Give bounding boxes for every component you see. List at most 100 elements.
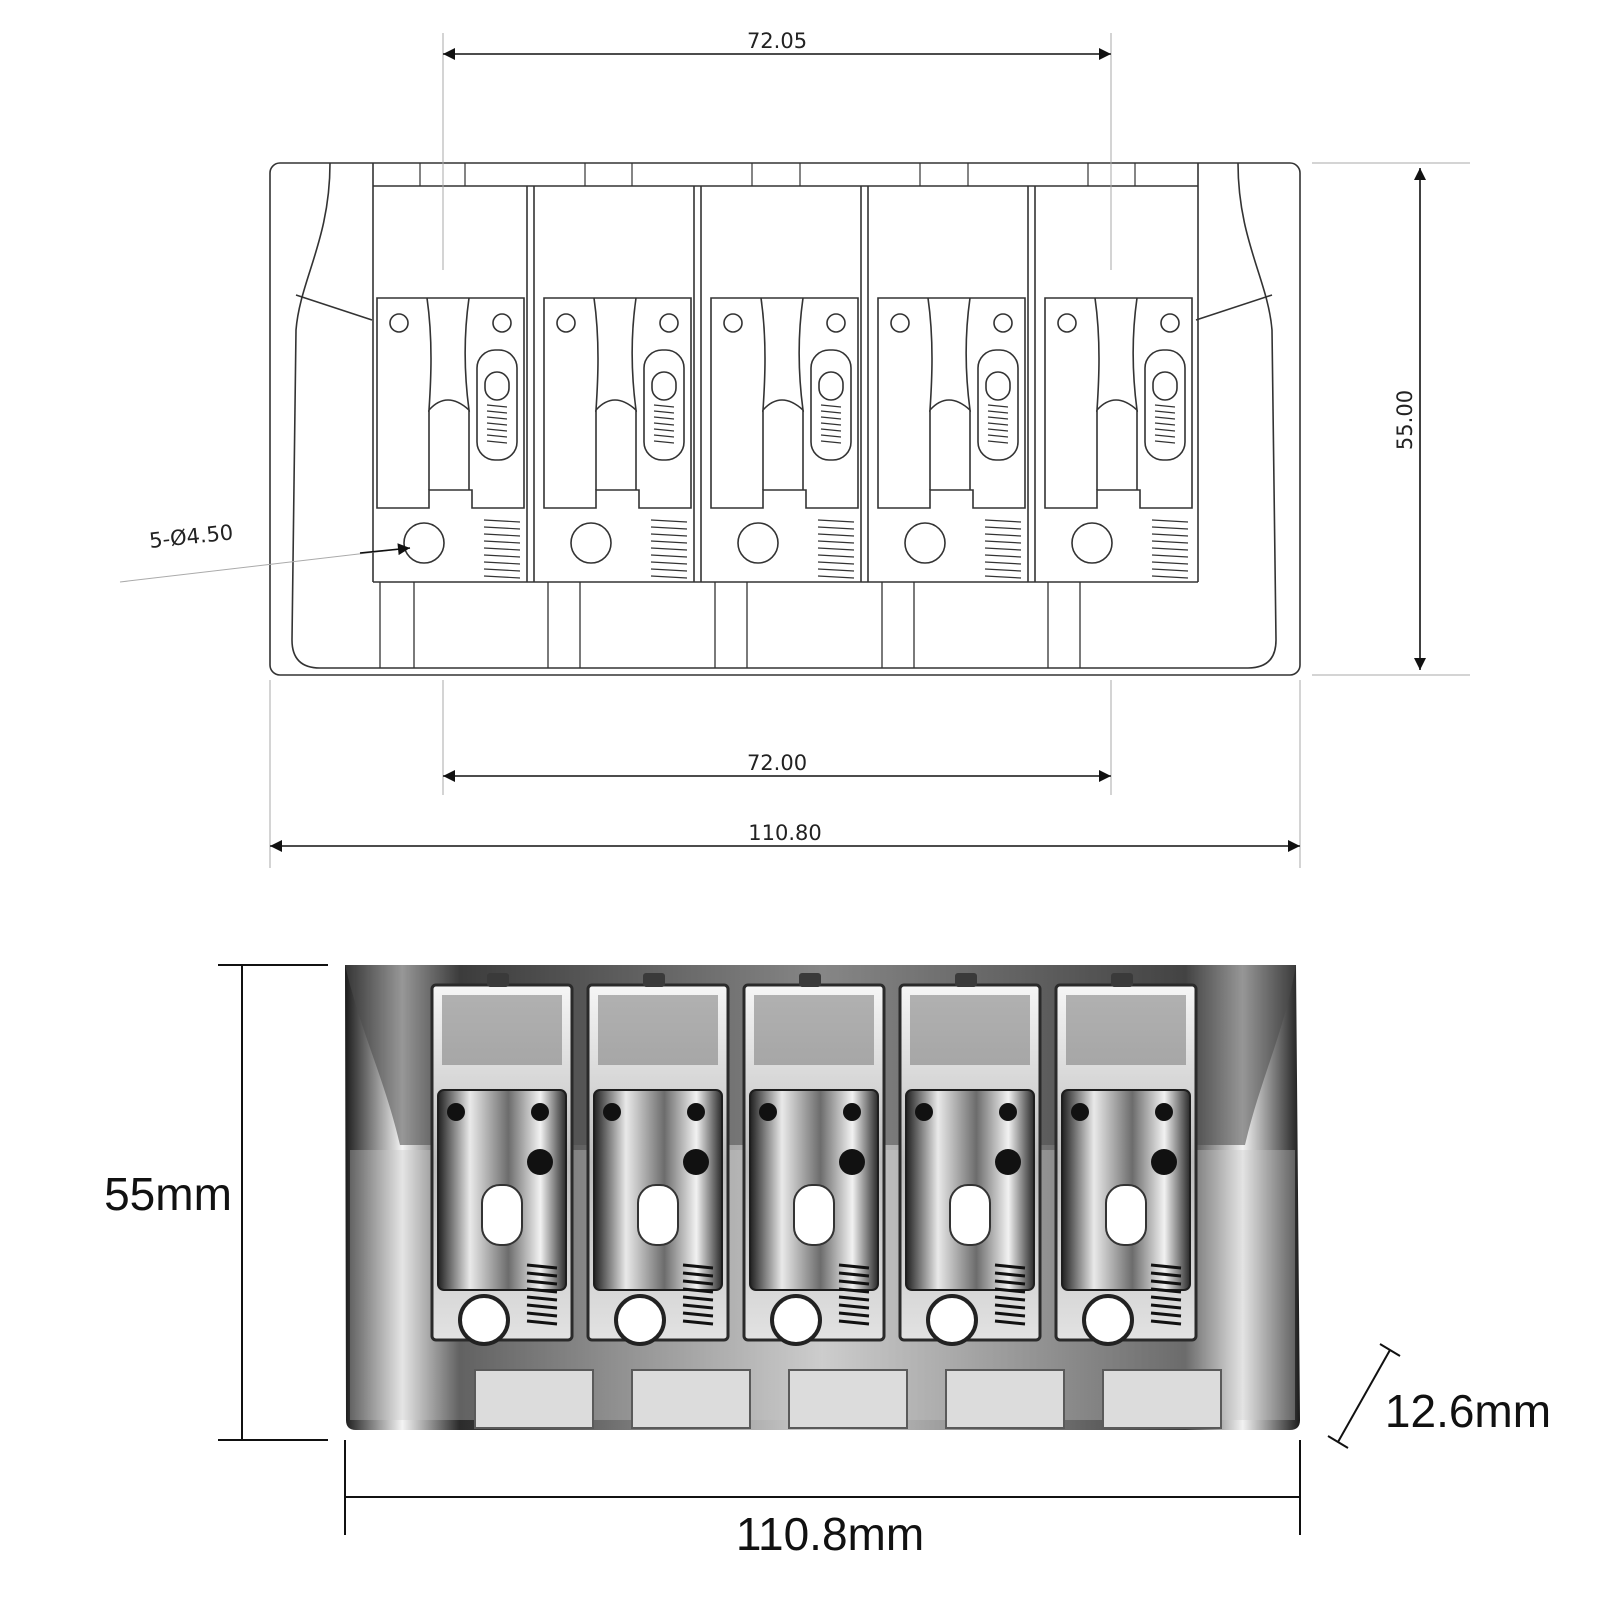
bridge-photo xyxy=(345,965,1300,1430)
photo-saddle-top-nub xyxy=(799,973,821,987)
photo-depth-tick-top xyxy=(1379,1343,1401,1357)
intonation-slot xyxy=(977,349,1019,461)
photo-saddle-back xyxy=(754,995,874,1065)
photo-front-foot xyxy=(631,1369,751,1429)
photo-saddle-slot xyxy=(949,1184,991,1246)
photo-depth-label: 12.6mm xyxy=(1385,1385,1551,1437)
intonation-screw-head xyxy=(818,371,844,401)
photo-spring xyxy=(838,1263,870,1326)
saddle-body xyxy=(1044,297,1193,509)
intonation-screw-head xyxy=(985,371,1011,401)
photo-spring xyxy=(1150,1263,1182,1326)
photo-saddle-slot xyxy=(637,1184,679,1246)
saddle-string-groove xyxy=(593,297,638,413)
drawing-saddles xyxy=(376,297,1193,579)
photo-mounting-hole xyxy=(1082,1294,1134,1346)
photo-front-foot xyxy=(474,1369,594,1429)
dim-label-overall-height: 55.00 xyxy=(1393,390,1417,450)
drawing-saddle xyxy=(1044,297,1193,579)
photo-saddle-top-nub xyxy=(643,973,665,987)
saddle-hole xyxy=(659,313,679,333)
photo-saddle xyxy=(430,973,574,1346)
photo-front-foot xyxy=(1102,1369,1222,1429)
intonation-slot xyxy=(643,349,685,461)
photo-hex-screw xyxy=(759,1103,777,1121)
photo-intonation-screw xyxy=(527,1149,553,1175)
photo-depth-tick-bottom xyxy=(1327,1435,1349,1449)
saddle-body xyxy=(543,297,692,509)
photo-saddle-slot xyxy=(481,1184,523,1246)
photo-hex-screw xyxy=(1155,1103,1173,1121)
saddle-screw-thread xyxy=(820,404,842,444)
photo-depth-line xyxy=(1337,1349,1391,1443)
photo-saddle-top-nub xyxy=(1111,973,1133,987)
photo-saddles xyxy=(430,973,1198,1346)
photo-spring xyxy=(994,1263,1026,1326)
mounting-hole xyxy=(570,522,612,564)
bridge-outline xyxy=(269,162,1301,676)
photo-saddle xyxy=(586,973,730,1346)
photo-hex-screw xyxy=(531,1103,549,1121)
bottom-channels xyxy=(379,582,1081,668)
saddle-screw-thread xyxy=(486,404,508,444)
photo-front-foot xyxy=(788,1369,908,1429)
saddle-hole xyxy=(1160,313,1180,333)
photo-dimensions xyxy=(218,964,1401,1535)
photo-intonation-screw xyxy=(683,1149,709,1175)
technical-drawing xyxy=(119,33,1470,868)
photo-saddle xyxy=(898,973,1042,1346)
saddle-hole xyxy=(723,313,743,333)
saddle-string-groove xyxy=(426,297,471,413)
photo-saddle-back xyxy=(442,995,562,1065)
photo-hex-screw xyxy=(915,1103,933,1121)
saddle-body xyxy=(877,297,1026,509)
top-rail-teeth xyxy=(419,163,1136,186)
intonation-screw-head xyxy=(1152,371,1178,401)
photo-saddle xyxy=(1054,973,1198,1346)
photo-front-feet xyxy=(474,1369,1222,1429)
intonation-spring xyxy=(483,519,521,579)
saddle-string-groove xyxy=(1094,297,1139,413)
photo-saddle-top-nub xyxy=(955,973,977,987)
photo-hex-screw xyxy=(1071,1103,1089,1121)
photo-mounting-hole xyxy=(770,1294,822,1346)
intonation-screw-head xyxy=(484,371,510,401)
saddle-screw-thread xyxy=(1154,404,1176,444)
saddle-screw-thread xyxy=(987,404,1009,444)
mounting-hole xyxy=(737,522,779,564)
photo-spring xyxy=(682,1263,714,1326)
photo-hex-screw xyxy=(603,1103,621,1121)
saddle-hole xyxy=(826,313,846,333)
mounting-hole xyxy=(1071,522,1113,564)
extension-lines xyxy=(119,33,1470,868)
saddle-hole xyxy=(492,313,512,333)
photo-mounting-hole xyxy=(614,1294,666,1346)
drawing-saddle xyxy=(710,297,859,579)
photo-hex-screw xyxy=(687,1103,705,1121)
drawing-saddle xyxy=(376,297,525,579)
dim-label-bottom-spacing: 72.00 xyxy=(747,751,807,775)
photo-width-label: 110.8mm xyxy=(736,1508,924,1560)
photo-height-label: 55mm xyxy=(104,1168,232,1220)
mounting-hole xyxy=(403,522,445,564)
saddle-string-groove xyxy=(760,297,805,413)
drawing-saddle xyxy=(877,297,1026,579)
photo-saddle-back xyxy=(598,995,718,1065)
photo-saddle-back xyxy=(910,995,1030,1065)
photo-saddle-back xyxy=(1066,995,1186,1065)
photo-saddle xyxy=(742,973,886,1346)
saddle-hole xyxy=(556,313,576,333)
intonation-slot xyxy=(1144,349,1186,461)
saddle-screw-thread xyxy=(653,404,675,444)
photo-intonation-screw xyxy=(839,1149,865,1175)
contour-line-right xyxy=(1195,294,1273,321)
drawing-saddle xyxy=(543,297,692,579)
photo-intonation-screw xyxy=(1151,1149,1177,1175)
hole-callout-label: 5-Ø4.50 xyxy=(148,520,234,553)
photo-saddle-top-nub xyxy=(487,973,509,987)
saddle-dividers xyxy=(526,186,1036,582)
saddle-hole xyxy=(1057,313,1077,333)
photo-saddle-slot xyxy=(793,1184,835,1246)
photo-hex-screw xyxy=(843,1103,861,1121)
